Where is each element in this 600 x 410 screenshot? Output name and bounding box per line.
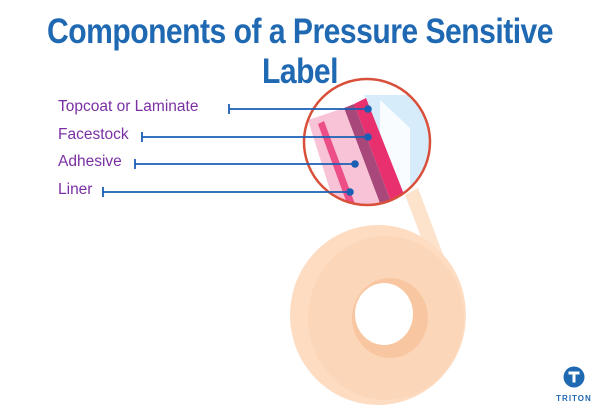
label-liner: Liner — [58, 181, 93, 198]
leader-lines — [102, 104, 372, 197]
diagram-title: Components of a Pressure Sensitive Label — [46, 12, 554, 91]
triton-t-icon — [563, 366, 585, 388]
leader-dot-adhesive — [351, 160, 359, 168]
leader-dot-facestock — [364, 133, 372, 141]
roll-core-hole — [355, 283, 413, 345]
logo-wordmark: TRITON — [556, 394, 592, 403]
leader-dot-liner — [346, 188, 354, 196]
label-facestock: Facestock — [58, 126, 129, 143]
leader-dot-topcoat — [364, 105, 372, 113]
adhesive-layer — [344, 104, 397, 205]
facestock-layer — [354, 98, 411, 205]
label-topcoat: Topcoat or Laminate — [58, 98, 199, 115]
label-roll — [290, 188, 466, 405]
triton-logo: TRITON — [556, 366, 592, 403]
label-adhesive: Adhesive — [58, 153, 122, 170]
magnifier-border — [302, 77, 432, 207]
